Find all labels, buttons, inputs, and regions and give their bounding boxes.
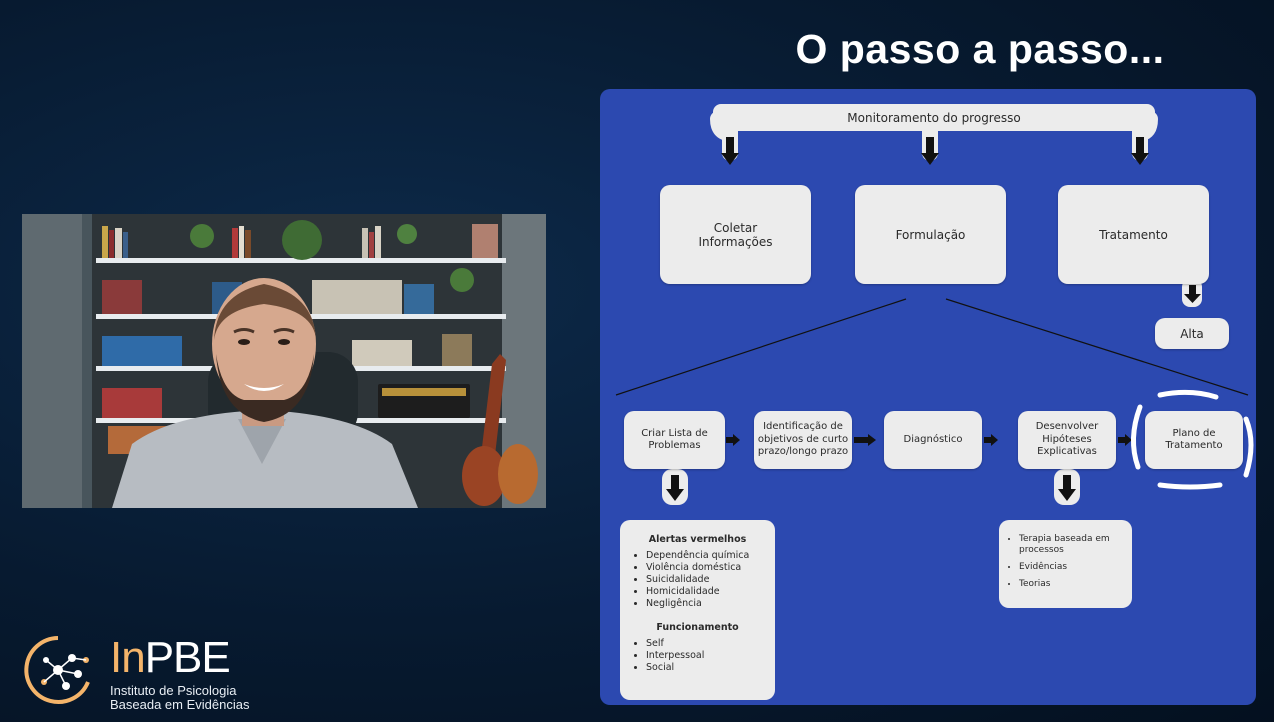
arrow-down-icon [1058, 475, 1076, 501]
plano-line1: Plano de [1172, 427, 1216, 439]
coletar-line1: Coletar [713, 220, 758, 235]
diagnostico-label: Diagnóstico [903, 433, 963, 445]
arrow-right-icon [1118, 434, 1132, 446]
list-item: Dependência química [646, 550, 763, 562]
highlight-bracket-right [1243, 416, 1254, 478]
list-item: Suicidalidade [646, 574, 763, 586]
logo-pbe: PBE [144, 633, 231, 682]
ident-line1: Identificação de [763, 421, 843, 433]
coletar-line2: Informações [698, 234, 773, 249]
functioning-heading: Funcionamento [656, 622, 739, 633]
molecule-icon [24, 636, 90, 704]
logo-wordmark: InPBE [110, 633, 231, 682]
list-item: Negligência [646, 598, 763, 610]
alerts-list: Dependência química Violência doméstica … [632, 550, 763, 610]
logo-subtitle-line2: Baseada em Evidências [110, 697, 250, 712]
list-item: Homicidalidade [646, 586, 763, 598]
hipo-line1: Desenvolver [1035, 421, 1099, 433]
arrow-right-icon [726, 434, 740, 446]
logo-in: In [110, 633, 146, 682]
monitoring-banner: Monitoramento do progresso [713, 104, 1155, 131]
highlight-bracket-left [1131, 404, 1143, 470]
alta-label: Alta [1180, 326, 1204, 341]
ident-line3: prazo/longo prazo [757, 446, 849, 458]
zoom-line-left [615, 298, 907, 396]
hypotheses-box: Terapia baseada em processos Evidências … [999, 520, 1132, 608]
inpbe-logo: InPBE Instituto de Psicologia Baseada em… [14, 630, 254, 714]
arrow-down-icon [1184, 285, 1201, 303]
highlight-bracket-top [1157, 389, 1219, 400]
list-item: Interpessoal [646, 650, 763, 662]
hipo-line2: Hipóteses [1042, 433, 1092, 445]
list-item: Terapia baseada em processos [1019, 534, 1122, 556]
list-item: Violência doméstica [646, 562, 763, 574]
arrow-right-icon [984, 434, 998, 446]
functioning-list: Self Interpessoal Social [632, 638, 763, 674]
alerts-heading: Alertas vermelhos [648, 534, 747, 545]
slide-title: O passo a passo... [795, 26, 1165, 72]
box-diagnostico: Diagnóstico [884, 411, 982, 469]
presenter-video-frame [22, 214, 546, 508]
arrow-down-icon [666, 475, 684, 501]
logo-subtitle: Instituto de Psicologia Baseada em Evidê… [110, 684, 249, 712]
list-item: Teorias [1019, 579, 1122, 590]
list-item: Evidências [1019, 562, 1122, 573]
webcam-video [22, 214, 546, 508]
logo-subtitle-line1: Instituto de Psicologia [110, 683, 237, 698]
zoom-line-right [945, 298, 1249, 396]
hipo-line3: Explicativas [1037, 446, 1097, 458]
list-item: Social [646, 662, 763, 674]
ident-line2: objetivos de curto [757, 433, 849, 445]
plano-line2: Tratamento [1165, 440, 1223, 451]
arrow-right-icon [854, 434, 876, 446]
arrow-down-icon [1131, 137, 1149, 165]
list-item: Self [646, 638, 763, 650]
box-tratamento: Tratamento [1058, 185, 1209, 284]
hypotheses-list: Terapia baseada em processos Evidências … [1005, 534, 1122, 590]
criar-line2: Problemas [648, 440, 701, 451]
arrow-down-icon [921, 137, 939, 165]
arrow-down-icon [721, 137, 739, 165]
box-formulacao: Formulação [855, 185, 1006, 284]
tratamento-label: Tratamento [1099, 227, 1168, 242]
criar-line1: Criar Lista de [641, 427, 708, 439]
formulacao-label: Formulação [895, 227, 966, 242]
box-alta: Alta [1155, 318, 1229, 349]
highlight-bracket-bottom [1157, 482, 1223, 490]
alerts-box: Alertas vermelhos Dependência química Vi… [620, 520, 775, 700]
